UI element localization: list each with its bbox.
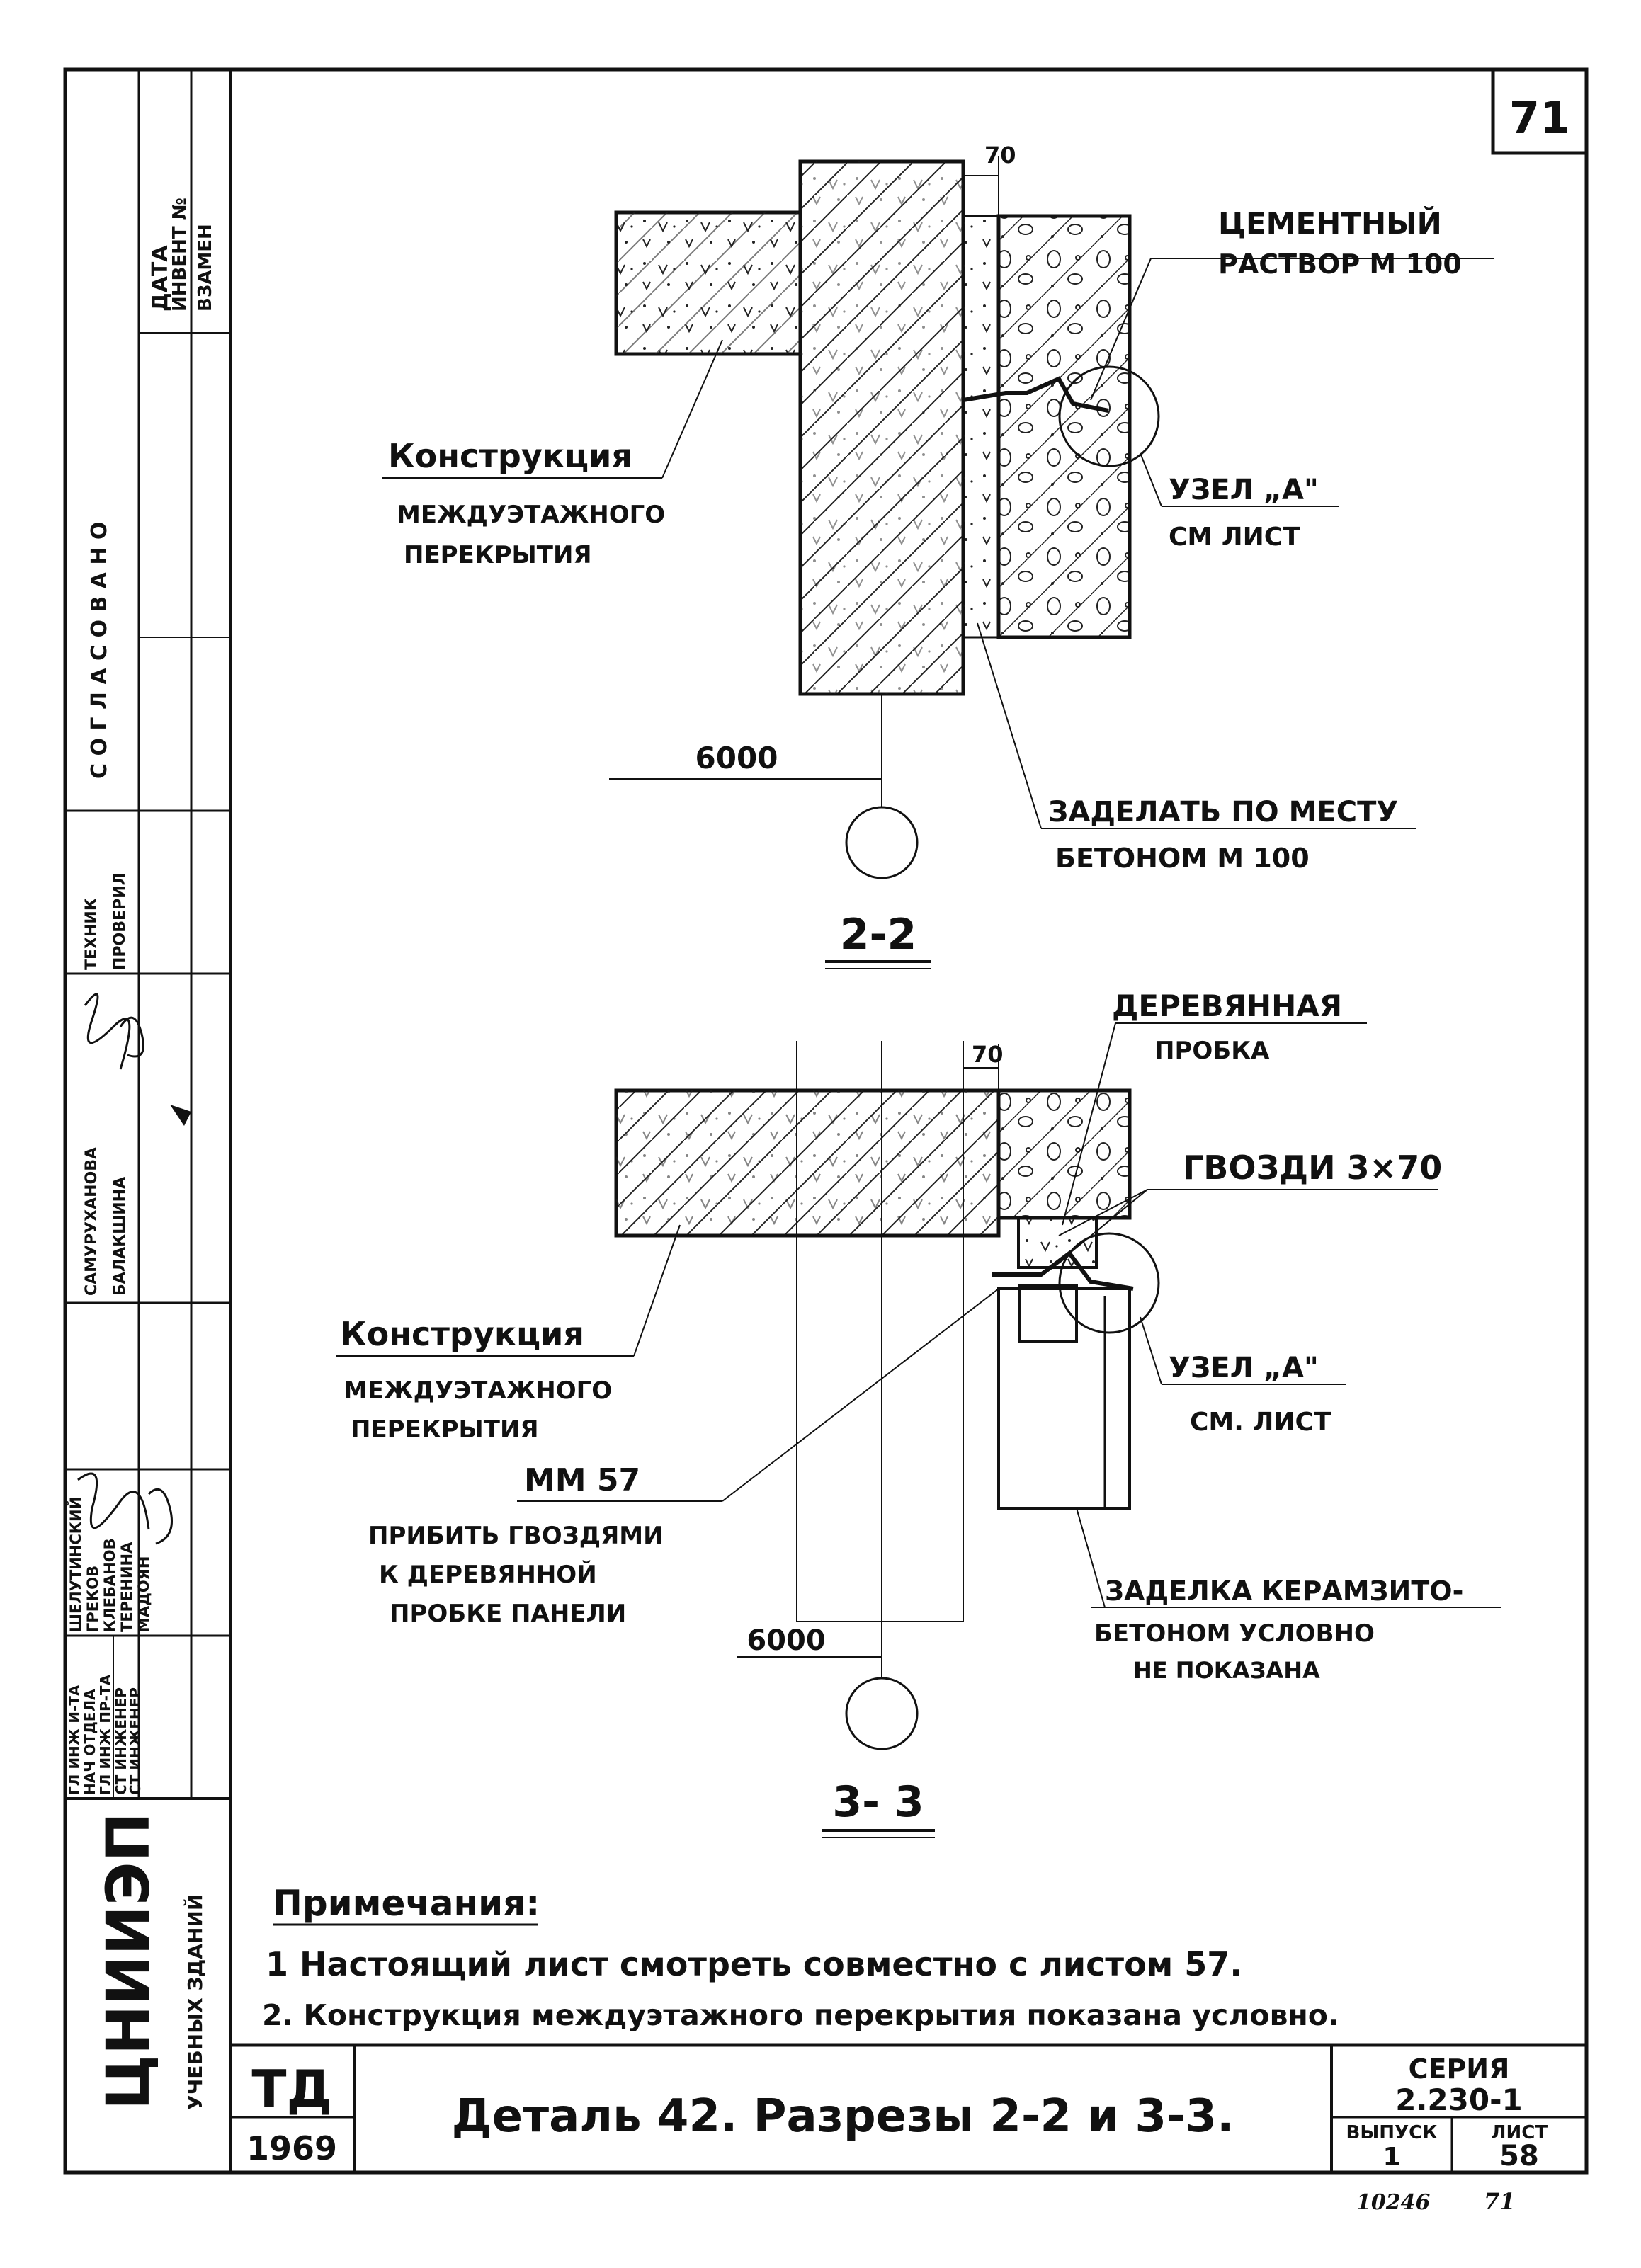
stamp-role2-0: ТЕХНИК (83, 898, 101, 970)
stamp-name-2: КЛЕБАНОВ (101, 1538, 118, 1632)
stamp-agreed: С О Г Л А С О В А Н О (87, 522, 112, 779)
stamp-name-4: МАДОЯН (135, 1556, 152, 1632)
wood-label-1: ДЕРЕВЯННАЯ (1112, 988, 1342, 1023)
wood-label-2: ПРОБКА (1154, 1037, 1270, 1065)
fill-label-3: НЕ ПОКАЗАНА (1133, 1657, 1320, 1684)
title-block: ТД 1969 Деталь 42. Разрезы 2-2 и 3-3. СЕ… (230, 2043, 1586, 2215)
node-circle-3-3 (1058, 1232, 1160, 1334)
notes: Примечания: 1 Настоящий лист смотреть со… (262, 1883, 1339, 2032)
panel-2-2 (996, 214, 1132, 639)
floor-label-2-2-1: Конструкция (388, 437, 632, 475)
cement-label-2: РАСТВОР М 100 (1218, 249, 1462, 280)
note-2: 2. Конструкция междуэтажного перекрытия … (262, 1998, 1339, 2032)
section-title-2-2: 2-2 (840, 910, 916, 959)
seal-label-2-2-2: БЕТОНОМ М 100 (1055, 843, 1310, 874)
stamp-name-3: ТЕРЕНИНА (118, 1542, 135, 1632)
footer-code: 10246 (1356, 2190, 1430, 2215)
year: 1969 (246, 2129, 337, 2167)
stamp-name2-1: БАЛАКШИНА (111, 1177, 129, 1296)
fill-label-2: БЕТОНОМ УСЛОВНО (1094, 1619, 1375, 1648)
mm-note-1: ПРИБИТЬ ГВОЗДЯМИ (368, 1522, 664, 1550)
stamp-role-0: ГЛ ИНЖ И-ТА (66, 1685, 83, 1795)
signature-1 (84, 993, 144, 1070)
stamp-role-2: ГЛ ИНЖ ПР-ТА (97, 1674, 114, 1795)
series-label: СЕРИЯ (1409, 2053, 1510, 2085)
section-2-2: 70 6000 ЦЕМЕНТНЫЙ РАСТВОР М 100 УЗЕЛ „А"… (382, 142, 1494, 969)
node-label-2-2: УЗЕЛ „А" (1169, 474, 1319, 506)
sheet-value: 58 (1499, 2140, 1539, 2172)
note-1: 1 Настоящий лист смотреть совместно с ли… (266, 1945, 1242, 1983)
node-circle-2-2 (1058, 365, 1160, 467)
mm-label: ММ 57 (524, 1462, 640, 1498)
stamp-role2-1: ПРОВЕРИЛ (111, 872, 129, 970)
mm-note-2: К ДЕРЕВЯННОЙ (379, 1560, 597, 1589)
stamp-instead: ВЗАМЕН (195, 224, 216, 312)
sheet-label: ЛИСТ (1491, 2122, 1548, 2143)
cement-label-1: ЦЕМЕНТНЫЙ (1218, 205, 1442, 241)
joint-3-3 (992, 1250, 1134, 1291)
nails-label: ГВОЗДИ 3×70 (1183, 1149, 1442, 1187)
floor-label-2-2-3: ПЕРЕКРЫТИЯ (404, 541, 592, 569)
axis-bubble-3-3 (845, 1677, 919, 1750)
stamp-name-0: ШЕЛУТИНСКИЙ (67, 1497, 84, 1632)
floor-label-3-3-3: ПЕРЕКРЫТИЯ (351, 1415, 539, 1444)
fill-label-1: ЗАДЕЛКА КЕРАМЗИТО- (1105, 1575, 1463, 1607)
dim-70-2-2: 70 (984, 142, 1016, 169)
sheet-title: Деталь 42. Разрезы 2-2 и 3-3. (452, 2090, 1234, 2143)
axis-dim-3-3: 6000 (746, 1624, 825, 1657)
series-value: 2.230-1 (1395, 2082, 1523, 2117)
seal-label-2-2-1: ЗАДЕЛАТЬ ПО МЕСТУ (1048, 796, 1398, 828)
stamp-role-1: НАЧ ОТДЕЛА (81, 1689, 98, 1795)
side-stamp: ДАТА . ИНВЕНТ № ВЗАМЕН С О Г Л А С О В А… (65, 69, 230, 2110)
axis-dim-2-2: 6000 (695, 741, 778, 775)
node-ref-2-2: СМ ЛИСТ (1169, 523, 1300, 552)
stamp-role-3: СТ ИНЖЕНЕР (113, 1687, 130, 1795)
stamp-role-4: СТ ИНЖЕНЕР (127, 1687, 144, 1795)
node-label-3-3: УЗЕЛ „А" (1169, 1352, 1319, 1384)
mm-note-3: ПРОБКЕ ПАНЕЛИ (390, 1600, 626, 1628)
signature-mark (170, 1105, 191, 1126)
stamp-org: ЦНИИЭП (93, 1812, 163, 2110)
sheet-number-top: 71 (1509, 92, 1570, 144)
footer-page: 71 (1484, 2188, 1516, 2215)
panel-bottom-3-3 (997, 1287, 1131, 1510)
joint-concrete-2-2 (962, 215, 1000, 639)
issue-value: 1 (1382, 2143, 1400, 2172)
floor-label-2-2-2: МЕЖДУЭТАЖНОГО (397, 501, 665, 529)
stamp-name-1: ГРЕКОВ (84, 1566, 101, 1632)
notes-heading: Примечания: (273, 1883, 540, 1924)
sheet-number-box (1491, 67, 1589, 155)
signature-2 (77, 1472, 173, 1545)
section-title-3-3: 3- 3 (832, 1777, 924, 1827)
joint-2-2 (963, 376, 1109, 413)
section-3-3: 70 6000 ДЕРЕВЯННАЯ ПРОБКА ГВОЗДИ 3×70 Ко… (336, 988, 1501, 1838)
axis-bubble-2-2 (845, 806, 919, 879)
floor-label-3-3-1: Конструкция (340, 1315, 584, 1353)
sheet-frame (63, 67, 1589, 2175)
dim-70-3-3: 70 (972, 1041, 1004, 1068)
stamp-inv: ИНВЕНТ № (169, 198, 191, 312)
stamp-date: ДАТА (148, 245, 173, 312)
td-mark: ТД (251, 2059, 331, 2119)
stamp-name2-0: САМУРУХАНОВА (83, 1147, 101, 1296)
node-ref-3-3: СМ. ЛИСТ (1190, 1408, 1331, 1437)
panel-top-3-3 (996, 1088, 1132, 1220)
stamp-org-sub: УЧЕБНЫХ ЗДАНИЙ (183, 1894, 207, 2110)
issue-label: ВЫПУСК (1346, 2122, 1438, 2143)
floor-label-3-3-2: МЕЖДУЭТАЖНОГО (343, 1377, 612, 1405)
